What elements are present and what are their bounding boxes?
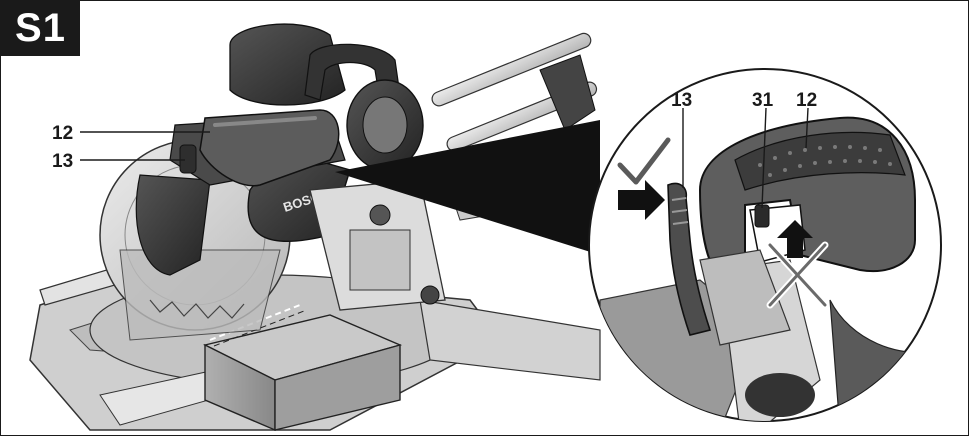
svg-text:12: 12 bbox=[52, 123, 73, 144]
figure-badge: S1 bbox=[1, 1, 80, 56]
callout-left-13: 13 bbox=[52, 151, 185, 172]
checkmark-icon bbox=[617, 137, 671, 185]
saw-body: BOSCH bbox=[135, 23, 446, 311]
callout-detail-13: 13 bbox=[671, 90, 692, 111]
arrow-up-icon bbox=[777, 220, 813, 258]
detail-pointer-wedge bbox=[335, 120, 600, 255]
workpiece bbox=[202, 304, 403, 432]
arrow-right-icon bbox=[618, 180, 665, 220]
callout-detail-31: 31 bbox=[752, 90, 774, 111]
slide-rails bbox=[431, 32, 598, 221]
svg-text:13: 13 bbox=[52, 151, 73, 172]
grip-texture bbox=[758, 145, 892, 177]
detail-view: 13 31 12 bbox=[588, 68, 942, 422]
x-mark-icon bbox=[766, 241, 829, 309]
callout-detail-12: 12 bbox=[796, 90, 817, 111]
callout-left-12: 12 bbox=[52, 123, 210, 144]
